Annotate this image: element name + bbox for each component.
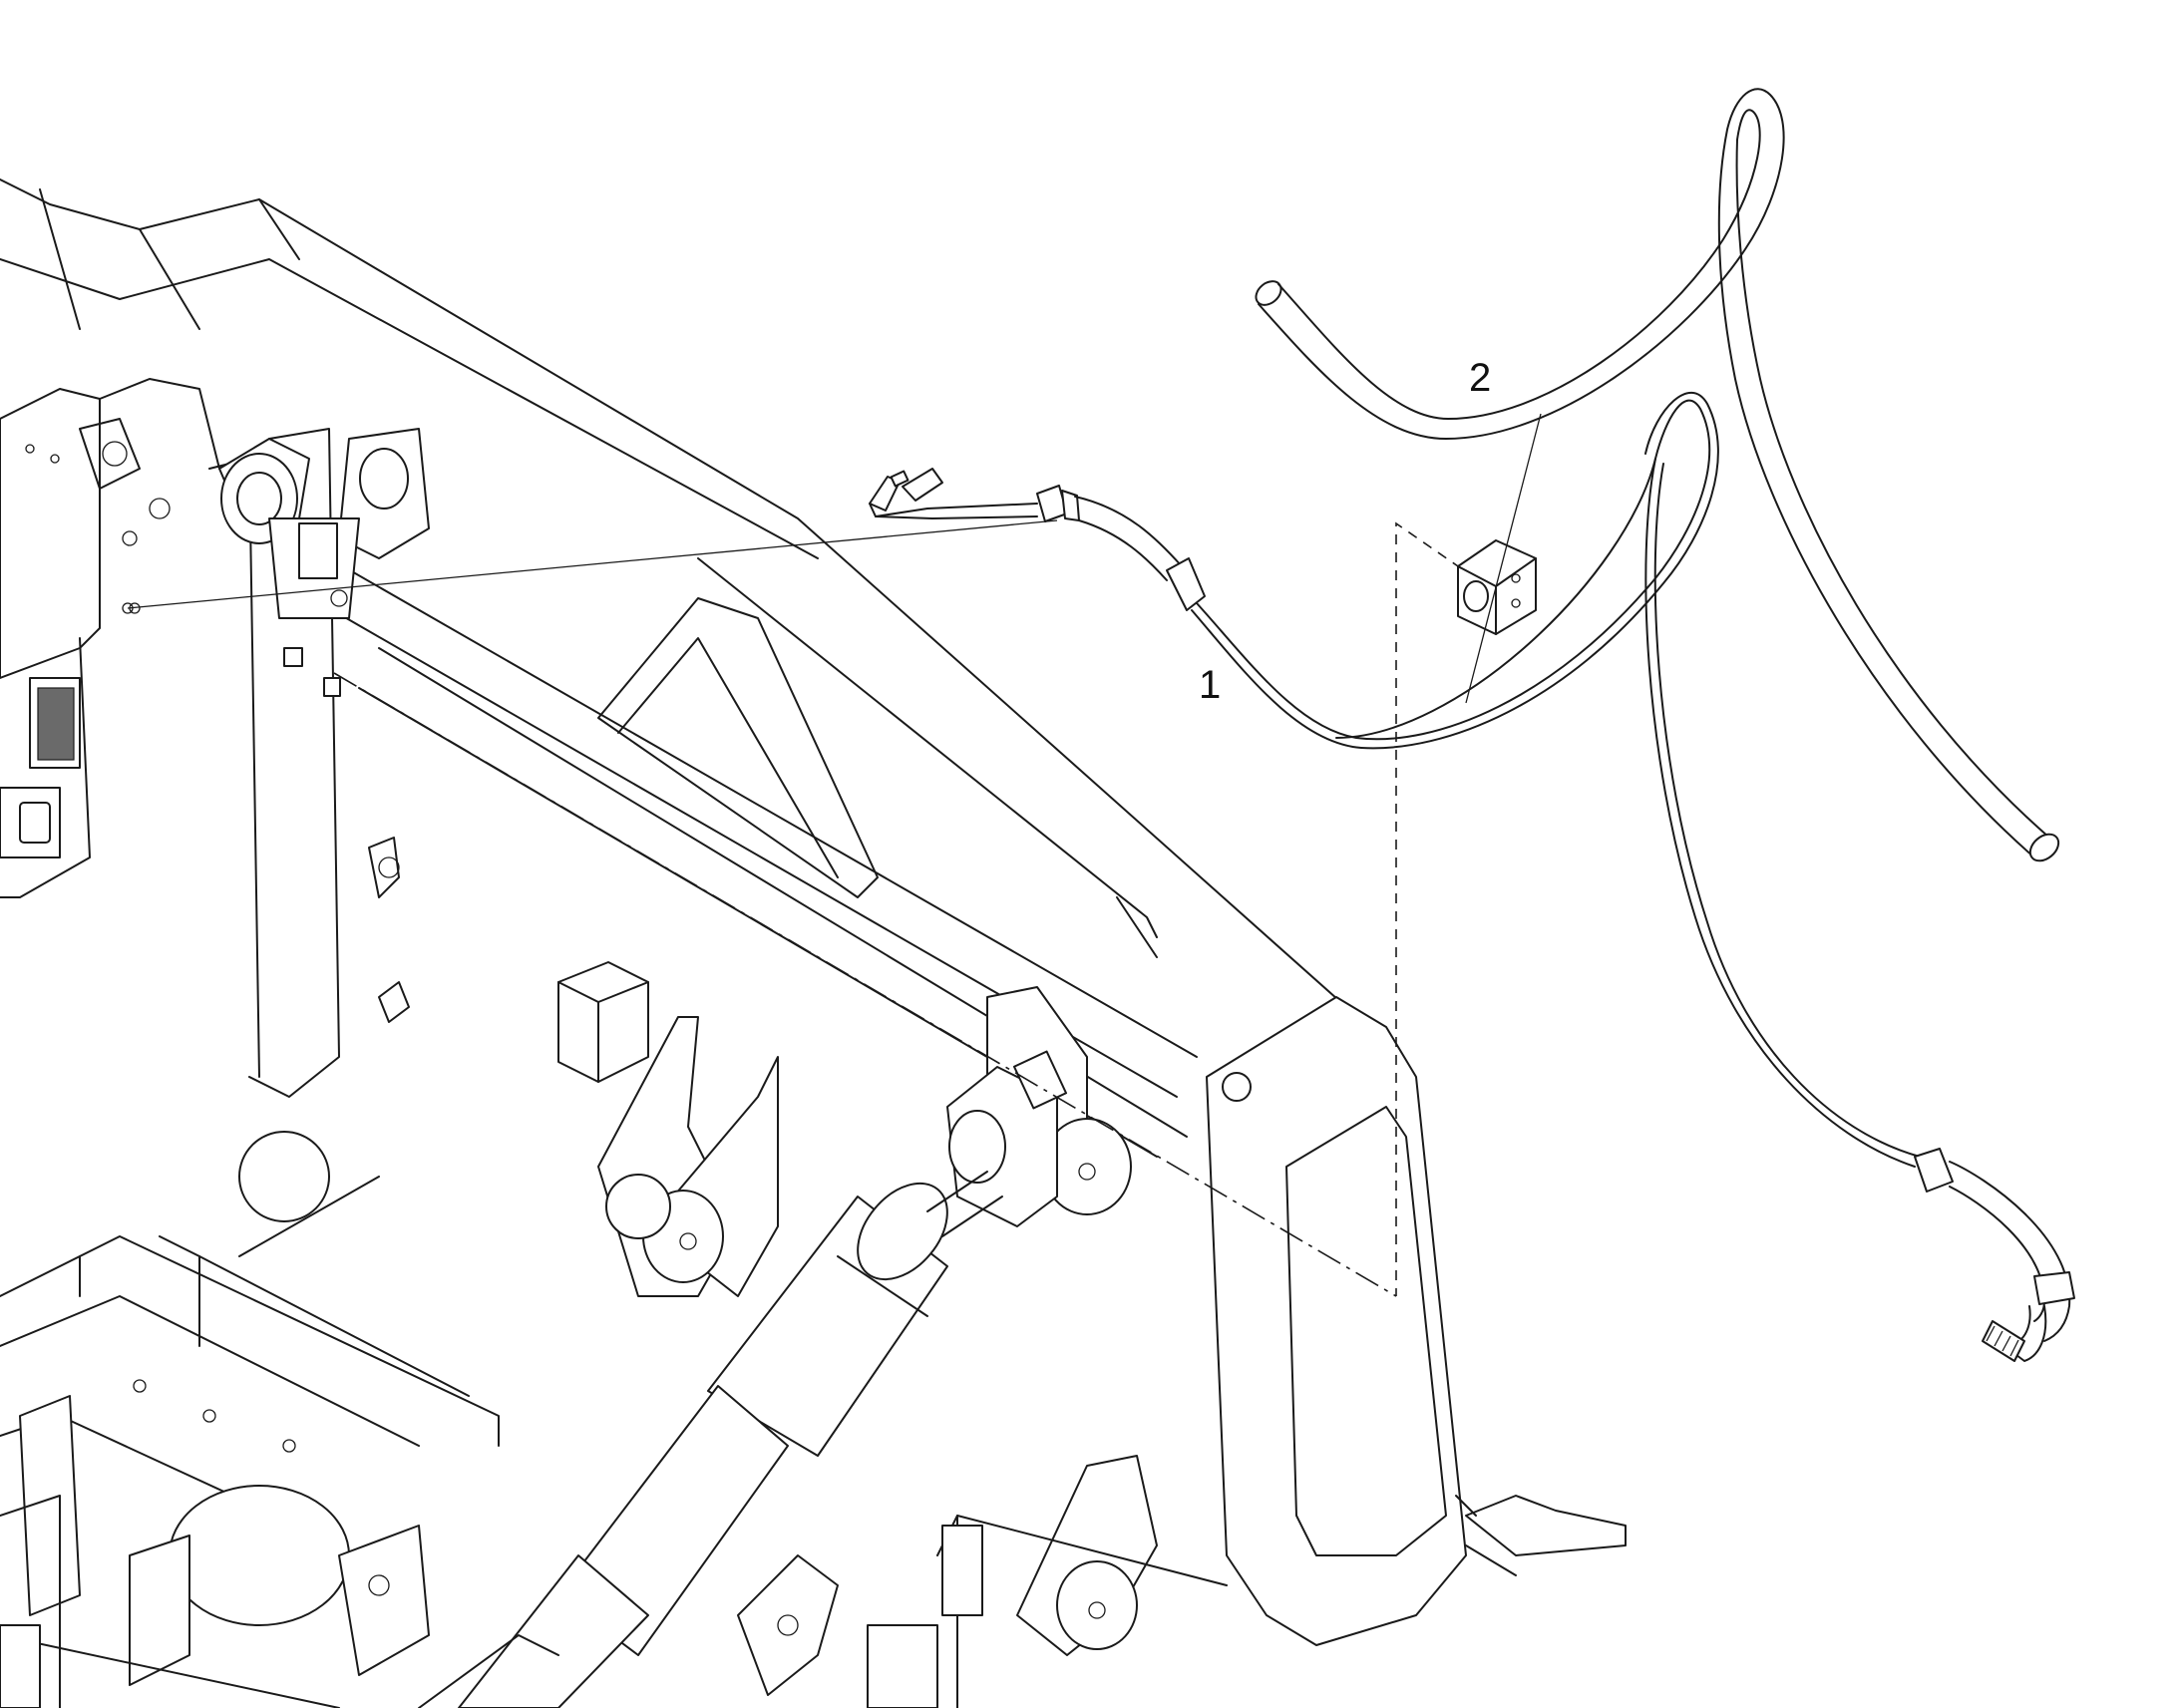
callout-1: 1 [1199, 663, 1221, 707]
callout-2: 2 [1469, 356, 1491, 400]
part-2-hose [1255, 88, 2060, 862]
callout-labels: 1 2 [1199, 356, 1491, 707]
machine-frame [0, 178, 1627, 1708]
part-1-cable-harness [869, 391, 2075, 1362]
assembly-lines [127, 413, 1542, 1297]
